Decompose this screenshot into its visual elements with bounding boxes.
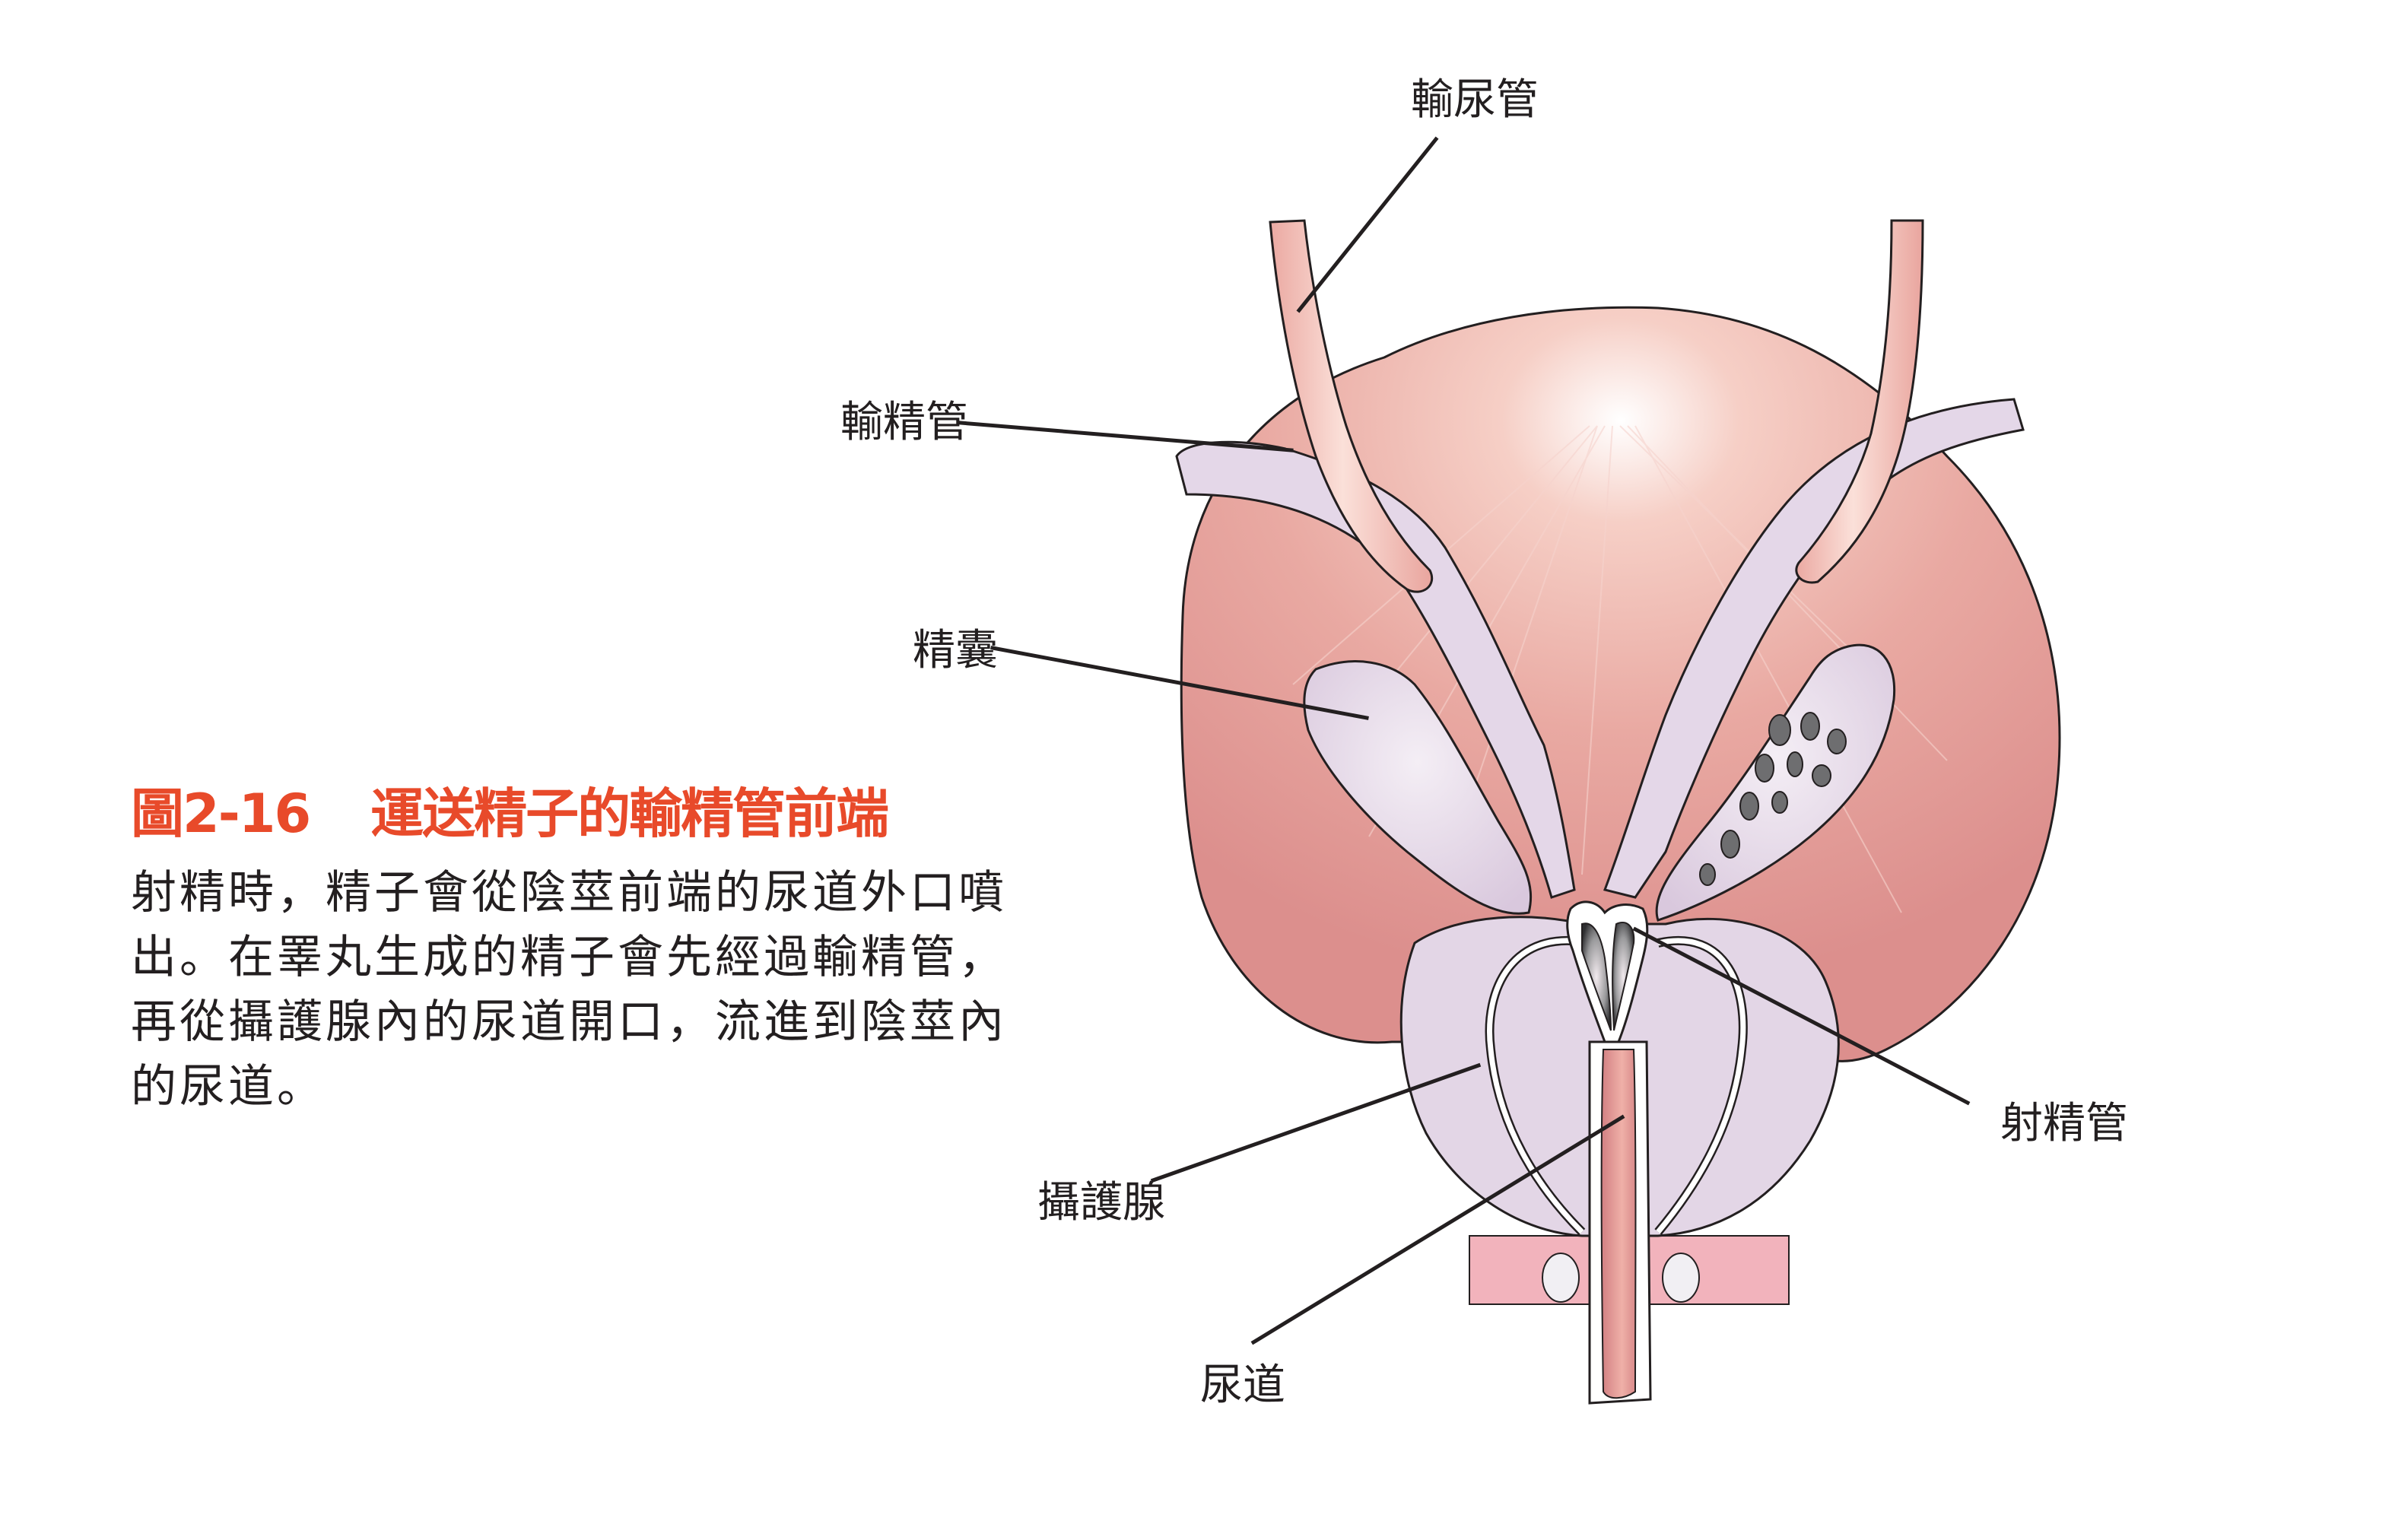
label-ejaculatory-duct: 射精管 — [2000, 1099, 2128, 1148]
bulbourethral-gland-right — [1662, 1253, 1700, 1303]
leader-lines — [958, 136, 1971, 1345]
label-ureter: 輸尿管 — [1411, 75, 1539, 125]
label-urethra: 尿道 — [1200, 1361, 1285, 1410]
figure-title: 圖2-16 運送精子的輸精管前端 — [131, 783, 1074, 844]
seminal-vesicle-right — [1655, 643, 1896, 922]
leader-line-prostate — [1150, 1062, 1482, 1183]
figure-number: 圖2-16 — [131, 783, 311, 845]
leader-line-ureter — [1296, 136, 1439, 313]
figure-title-text: 運送精子的輸精管前端 — [370, 783, 889, 845]
label-vas-deferens: 輸精管 — [840, 398, 968, 447]
figure-description: 射精時，精子會從陰莖前端的尿道外口噴 出。在睪丸生成的精子會先經過輸精管， 再從… — [131, 861, 1066, 1119]
seminal-vesicle-left — [1303, 660, 1533, 915]
label-seminal-vesicle: 精囊 — [913, 626, 998, 675]
leader-line-seminal-vesicle — [990, 646, 1369, 720]
bulbourethral-gland-left — [1542, 1253, 1580, 1303]
leader-line-urethra — [1250, 1114, 1625, 1345]
ureter-right — [1795, 219, 1924, 584]
description-line: 的尿道。 — [131, 1060, 326, 1113]
description-line: 射精時，精子會從陰莖前端的尿道外口噴 — [131, 866, 1007, 919]
leader-line-ejaculatory-duct — [1632, 926, 1971, 1106]
description-line: 再從攝護腺內的尿道開口，流進到陰莖內 — [131, 995, 1007, 1049]
description-line: 出。在睪丸生成的精子會先經過輸精管， — [131, 931, 1007, 984]
label-prostate: 攝護腺 — [1037, 1178, 1165, 1227]
leader-line-vas-deferens — [958, 421, 1294, 452]
seminal-vesicle-cross-section — [1699, 712, 1847, 886]
figure-caption: 圖2-16 運送精子的輸精管前端 射精時，精子會從陰莖前端的尿道外口噴 出。在睪丸… — [131, 783, 1074, 1119]
ureter-left — [1269, 219, 1434, 593]
